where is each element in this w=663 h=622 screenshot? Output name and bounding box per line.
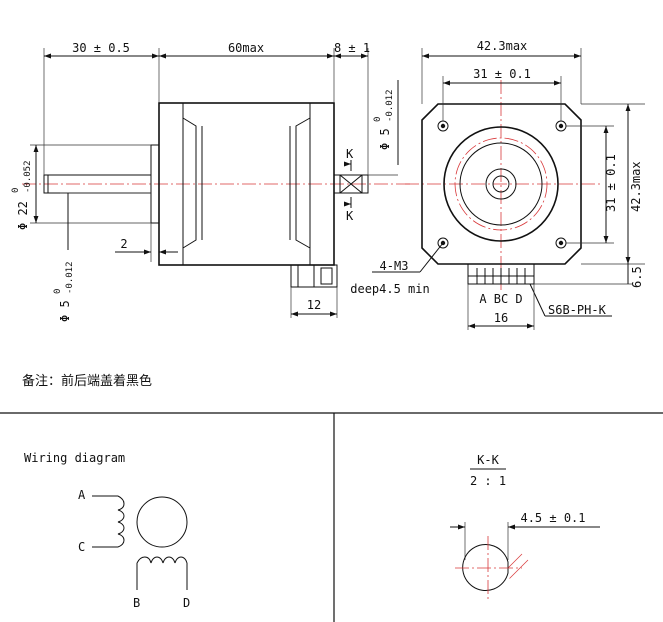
wiring-diagram: Wiring diagram A C B D bbox=[24, 451, 190, 610]
wiring-title: Wiring diagram bbox=[24, 451, 125, 465]
section-scale: 2 : 1 bbox=[470, 474, 506, 488]
dim-rear-shaft-dia-upper: 0 bbox=[373, 117, 383, 122]
dim-hole-pitch-h: 31 ± 0.1 bbox=[473, 67, 531, 81]
front-stator-step bbox=[182, 117, 197, 249]
dim-body-length: 60max bbox=[228, 41, 264, 55]
connector-model: S6B-PH-K bbox=[548, 303, 607, 317]
dim-front-connector-width: 16 bbox=[494, 311, 508, 325]
dim-boss-dia-main: Φ 22 bbox=[16, 201, 30, 230]
dim-connector-width: 12 bbox=[307, 298, 321, 312]
dim-flange-height: 42.3max bbox=[629, 161, 643, 212]
boss-outer-circle bbox=[459, 142, 543, 226]
hole-spec-line2: deep4.5 min bbox=[350, 282, 429, 296]
mount-hole-tr-core bbox=[558, 123, 564, 129]
leader-connector-model bbox=[529, 283, 546, 317]
shaft-inner-circle bbox=[492, 175, 510, 193]
rear-stator-step bbox=[295, 117, 311, 249]
dim-flange-height-wrap: 42.3max bbox=[629, 161, 643, 212]
mount-hole-bl bbox=[437, 237, 449, 249]
dim-rear-shaft-dia: Φ 5 0 -0.012 bbox=[373, 89, 395, 150]
rear-shaft bbox=[333, 174, 369, 194]
dim-hole-pitch-v: 31 ± 0.1 bbox=[604, 154, 618, 212]
section-hatching bbox=[508, 544, 529, 591]
dim-boss-dia: Φ 22 0 -0.052 bbox=[11, 160, 33, 230]
shaft-outer-circle bbox=[485, 168, 517, 200]
label-a: A bbox=[78, 488, 86, 502]
coil-ac bbox=[117, 495, 125, 548]
dim-boss-depth: 2 bbox=[120, 237, 127, 251]
section-view: K-K 2 : 1 4.5 ± 0.1 bbox=[450, 453, 600, 600]
mount-hole-tl-core bbox=[440, 123, 446, 129]
label-b: B bbox=[133, 596, 140, 610]
side-connector-inner bbox=[297, 264, 315, 288]
rear-shaft-cross bbox=[339, 174, 363, 194]
dim-shaft-dia-upper: 0 bbox=[53, 289, 63, 294]
front-view: Φ 5 0 -0.012 42.3max 31 ± 0.1 31 ± 0.1 4… bbox=[350, 39, 645, 330]
pitch-circle bbox=[454, 137, 548, 231]
dim-rear-shaft-dia-main: Φ 5 bbox=[378, 128, 392, 150]
section-mark-top: K bbox=[346, 147, 354, 161]
dim-connector-offset: 6.5 bbox=[630, 266, 644, 288]
section-mark-bottom: K bbox=[346, 209, 354, 223]
dim-rear-shaft-dia-lower: -0.012 bbox=[385, 89, 395, 122]
dim-flange-width: 42.3max bbox=[477, 39, 528, 53]
connector-pins bbox=[468, 268, 534, 284]
coil-bd bbox=[136, 556, 188, 564]
dim-rear-length: 8 ± 1 bbox=[334, 41, 370, 55]
rotor-circle bbox=[136, 496, 188, 548]
dim-boss-dia-lower: -0.052 bbox=[23, 160, 33, 193]
label-c: C bbox=[78, 540, 85, 554]
pin-labels: A BC D bbox=[479, 292, 522, 306]
label-d: D bbox=[183, 596, 190, 610]
dim-boss-dia-upper: 0 bbox=[11, 188, 21, 193]
flange bbox=[421, 103, 582, 265]
dim-flat: 4.5 ± 0.1 bbox=[520, 511, 585, 525]
dim-front-length: 30 ± 0.5 bbox=[72, 41, 130, 55]
front-cap-circle bbox=[443, 126, 559, 242]
dim-shaft-dia-main: Φ 5 bbox=[58, 300, 72, 322]
mount-hole-br-core bbox=[558, 240, 564, 246]
hole-spec-line1: 4-M3 bbox=[380, 259, 409, 273]
leader-hole-spec bbox=[419, 242, 444, 273]
dim-shaft-dia-lower: -0.012 bbox=[65, 261, 75, 294]
note-text: 备注：前后端盖着黑色 bbox=[22, 373, 152, 389]
dim-hole-pitch-v-wrap: 31 ± 0.1 bbox=[604, 154, 618, 212]
side-connector-latch bbox=[320, 267, 333, 285]
section-d-shape bbox=[462, 544, 509, 591]
dim-shaft-dia: Φ 5 0 -0.012 bbox=[53, 261, 75, 322]
dim-conn-offset-wrap: 6.5 bbox=[630, 266, 644, 288]
side-view: K K 30 ± 0.5 60max 8 ± 1 Φ 22 0 -0.052 Φ… bbox=[11, 41, 410, 322]
section-title: K-K bbox=[477, 453, 499, 467]
